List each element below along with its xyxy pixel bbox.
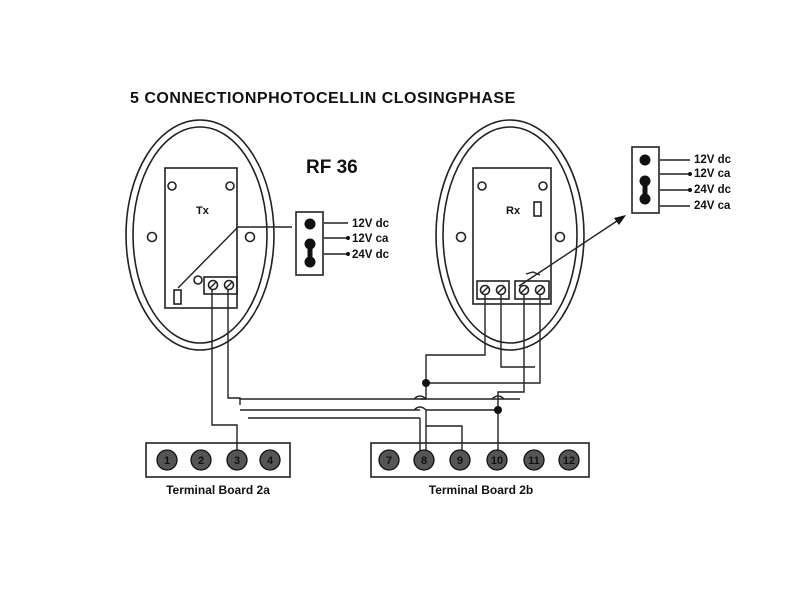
jumper-pin — [304, 218, 316, 230]
terminal-number: 4 — [267, 455, 274, 467]
terminal-screw — [479, 284, 491, 296]
transmitter-terminal-block — [203, 276, 238, 295]
terminal-b-8: 8 — [413, 449, 435, 471]
rx-voltage-option: 12V ca — [694, 168, 731, 180]
terminal-number: 12 — [563, 455, 575, 467]
terminal-board-b: 7 8 9 10 11 12 Terminal Board 2b — [370, 442, 590, 497]
wire-junction — [494, 406, 502, 414]
terminal-board-a: 1 2 3 4 Terminal Board 2a — [145, 442, 291, 497]
housing-screw-hole — [244, 231, 256, 243]
terminal-number: 8 — [421, 455, 427, 467]
rx-voltage-option: 24V ca — [694, 200, 731, 212]
terminal-screw — [223, 279, 235, 291]
terminal-number: 1 — [164, 455, 170, 467]
terminal-b-7: 7 — [378, 449, 400, 471]
tx-voltage-option: 12V ca — [352, 233, 389, 245]
mounting-hole — [225, 181, 235, 191]
wire-junction — [422, 379, 430, 387]
transmitter-led — [173, 289, 182, 305]
terminal-number: 9 — [457, 455, 463, 467]
terminal-screw — [534, 284, 546, 296]
rx-voltage-option: 12V dc — [694, 154, 732, 166]
transmitter-housing-outer — [125, 119, 275, 351]
terminal-number: 10 — [491, 455, 503, 467]
terminal-screw — [518, 284, 530, 296]
tx-voltage-option: 12V dc — [352, 218, 390, 230]
terminal-screw — [207, 279, 219, 291]
transmitter-housing-inner — [132, 126, 268, 344]
terminal-number: 11 — [528, 455, 540, 467]
jumper-pin — [639, 154, 651, 166]
terminal-board-a-frame — [145, 442, 291, 478]
terminal-b-10: 10 — [486, 449, 508, 471]
tx-voltage-option: 24V dc — [352, 249, 390, 261]
wiring — [211, 290, 541, 452]
transmitter-label: Tx — [196, 205, 210, 217]
receiver-jumper: 12V dc 12V ca 24V dc 24V ca — [631, 146, 732, 214]
receiver-label: Rx — [506, 205, 521, 217]
terminal-board-b-label: Terminal Board 2b — [429, 483, 533, 497]
receiver-unit: Rx — [435, 119, 626, 351]
terminal-b-9: 9 — [449, 449, 471, 471]
jumper-block — [295, 211, 324, 276]
receiver-housing-inner — [442, 126, 578, 344]
model-label: RF 36 — [306, 157, 358, 178]
transmitter-jumper: 12V dc 12V ca 24V dc — [295, 211, 390, 276]
terminal-board-b-frame — [370, 442, 590, 478]
receiver-contact-terminal-block — [514, 280, 550, 300]
housing-screw-hole — [455, 231, 467, 243]
terminal-a-3: 3 — [226, 449, 248, 471]
transmitter-jumper-pointer — [177, 226, 239, 289]
section-title: 5 CONNECTIONPHOTOCELLIN CLOSINGPHASE — [130, 90, 516, 107]
terminal-number: 2 — [198, 455, 204, 467]
housing-screw-hole — [554, 231, 566, 243]
terminal-a-2: 2 — [190, 449, 212, 471]
transmitter-unit: Tx — [125, 119, 292, 351]
receiver-led — [533, 201, 542, 217]
terminal-number: 3 — [234, 455, 240, 467]
mounting-hole — [193, 275, 203, 285]
terminal-a-1: 1 — [156, 449, 178, 471]
terminal-board-a-label: Terminal Board 2a — [166, 483, 270, 497]
terminal-b-11: 11 — [523, 449, 545, 471]
jumper-block — [631, 146, 660, 214]
terminal-number: 7 — [386, 455, 392, 467]
terminal-a-4: 4 — [259, 449, 281, 471]
receiver-housing-outer — [435, 119, 585, 351]
terminal-screw — [495, 284, 507, 296]
rx-voltage-option: 24V dc — [694, 184, 732, 196]
mounting-hole — [538, 181, 548, 191]
receiver-jumper-pointer — [518, 218, 621, 287]
transmitter-board — [164, 167, 238, 309]
housing-screw-hole — [146, 231, 158, 243]
receiver-board — [472, 167, 552, 305]
terminal-b-12: 12 — [558, 449, 580, 471]
receiver-power-terminal-block — [476, 280, 510, 300]
mounting-hole — [477, 181, 487, 191]
mounting-hole — [167, 181, 177, 191]
